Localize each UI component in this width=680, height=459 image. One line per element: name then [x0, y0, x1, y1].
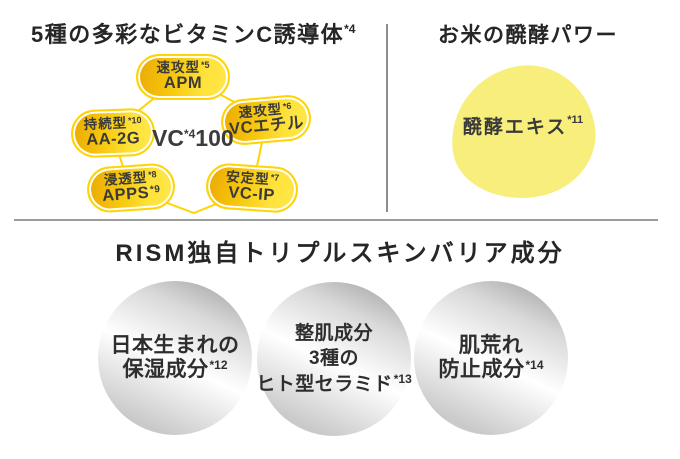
- barrier-section-title: RISM独自トリプルスキンバリア成分: [115, 240, 565, 267]
- circle-line: 肌荒れ: [458, 333, 524, 357]
- petal-vc-ip: 安定型*7 VC-IP: [204, 161, 300, 215]
- footnote-7: *7: [270, 172, 280, 183]
- petal-name-label: AA-2G: [86, 129, 141, 150]
- footnote-4: *4: [183, 127, 196, 141]
- circle-line: 日本生まれの: [110, 333, 240, 357]
- petal-type-label: 速攻型*5: [156, 59, 210, 75]
- petal-name-label: APPS*9: [101, 184, 161, 206]
- footnote-10: *10: [127, 114, 142, 126]
- vitamin-title-footnote: *4: [344, 22, 356, 36]
- petal-aa-2g: 持続型*10 AA-2G: [70, 107, 156, 159]
- petal-name-label: APM: [163, 74, 203, 93]
- barrier-circle-moisturizing: 日本生まれの 保湿成分*12: [98, 281, 252, 435]
- petal-apm: 速攻型*5 APM: [136, 54, 230, 100]
- footnote-12: *12: [209, 358, 228, 372]
- petal-apps: 浸透型*8 APPS*9: [85, 161, 177, 215]
- footnote-5: *5: [200, 59, 210, 70]
- rice-section-title: お米の醗酵パワー: [438, 24, 618, 47]
- footnote-6: *6: [282, 100, 292, 112]
- circle-line: 3種の: [308, 348, 360, 370]
- footnote-9: *9: [149, 184, 161, 197]
- circle-line: ヒト型セラミド*13: [256, 371, 412, 395]
- footnote-8: *8: [147, 168, 157, 180]
- vitamin-title-text: 5種の多彩なビタミンC誘導体: [31, 22, 345, 47]
- circle-line: 保湿成分*12: [122, 358, 228, 381]
- ferment-extract-label: 醗酵エキス*11: [462, 114, 584, 138]
- barrier-circle-anti-roughness: 肌荒れ 防止成分*14: [414, 281, 568, 435]
- barrier-circle-ceramide: 整肌成分 3種の ヒト型セラミド*13: [256, 282, 412, 436]
- petal-name-label: VCエチル: [228, 114, 305, 139]
- circle-line: 防止成分*14: [438, 358, 544, 381]
- petal-name-label: VC-IP: [227, 183, 276, 205]
- vertical-divider: [386, 24, 388, 212]
- footnote-11: *11: [567, 114, 584, 126]
- footnote-13: *13: [393, 371, 412, 386]
- vitamin-section-title: 5種の多彩なビタミンC誘導体*4: [31, 17, 355, 49]
- footnote-14: *14: [525, 358, 544, 372]
- vc100-center-label: VC*4100: [152, 125, 234, 151]
- circle-line: 整肌成分: [294, 322, 373, 344]
- horizontal-divider: [14, 219, 658, 221]
